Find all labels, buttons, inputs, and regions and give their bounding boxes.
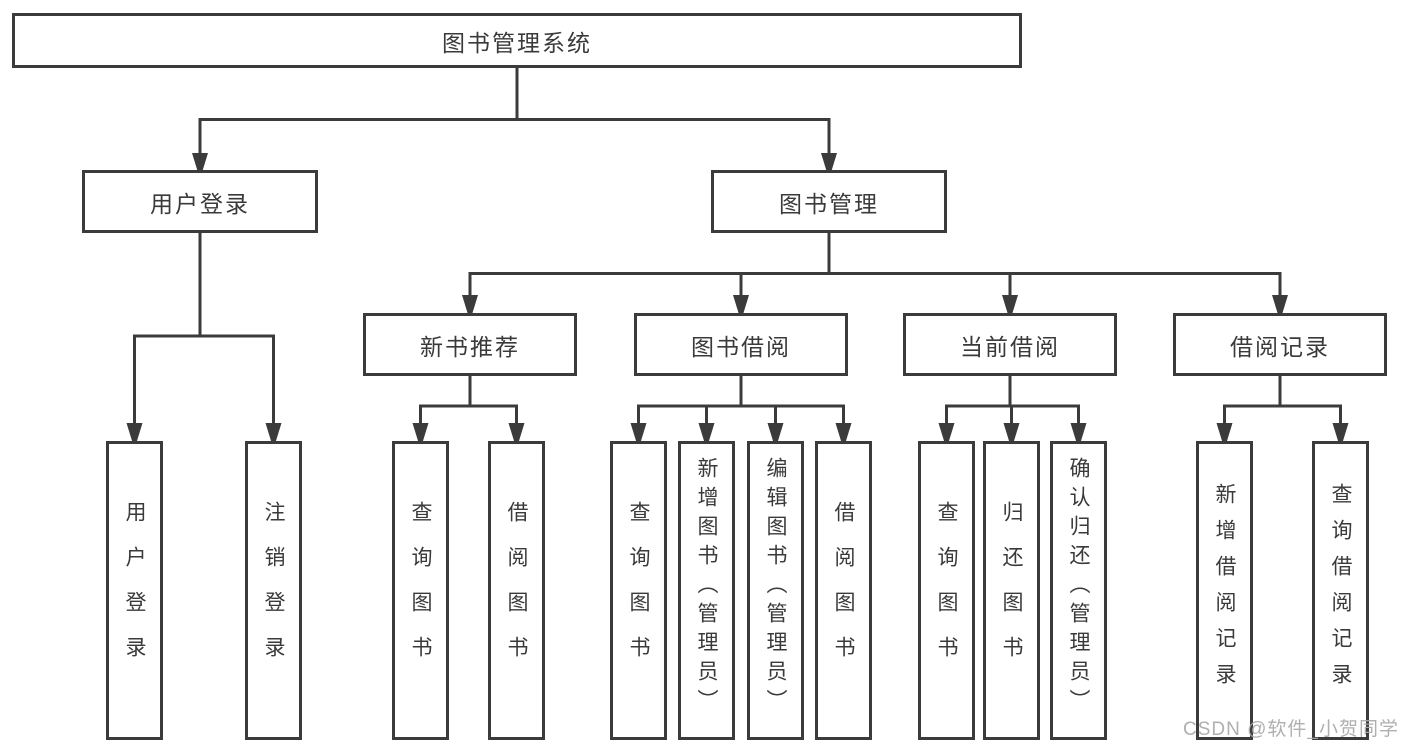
arrowhead-icons [126, 153, 1349, 449]
csdn-watermark: CSDN @软件_小贺同学 [1183, 719, 1399, 740]
leaf-borrow-books-recommend: 借阅图书 [488, 441, 545, 740]
leaf-confirm-return-admin: 确认归还（管理员） [1050, 441, 1107, 740]
leaf-borrow-books: 借阅图书 [815, 441, 872, 740]
leaf-user-login: 用户登录 [106, 441, 163, 740]
leaf-query-books-recommend: 查询图书 [392, 441, 449, 740]
connector-strokes [133, 68, 1342, 426]
leaf-edit-book-admin: 编辑图书（管理员） [747, 441, 804, 740]
leaf-query-books-current: 查询图书 [918, 441, 975, 740]
node-new-book-recommend: 新书推荐 [363, 313, 577, 376]
node-library-management-system: 图书管理系统 [12, 13, 1022, 68]
node-book-management: 图书管理 [711, 170, 947, 233]
node-user-login: 用户登录 [82, 170, 318, 233]
node-book-borrowing: 图书借阅 [634, 313, 848, 376]
leaf-return-book: 归还图书 [983, 441, 1040, 740]
leaf-logout: 注销登录 [245, 441, 302, 740]
node-borrowing-records: 借阅记录 [1173, 313, 1387, 376]
leaf-query-books-borrowing: 查询图书 [610, 441, 667, 740]
leaf-add-borrow-record: 新增借阅记录 [1196, 441, 1253, 740]
leaf-query-borrow-record: 查询借阅记录 [1312, 441, 1369, 740]
node-current-borrowing: 当前借阅 [903, 313, 1117, 376]
leaf-add-book-admin: 新增图书（管理员） [678, 441, 735, 740]
